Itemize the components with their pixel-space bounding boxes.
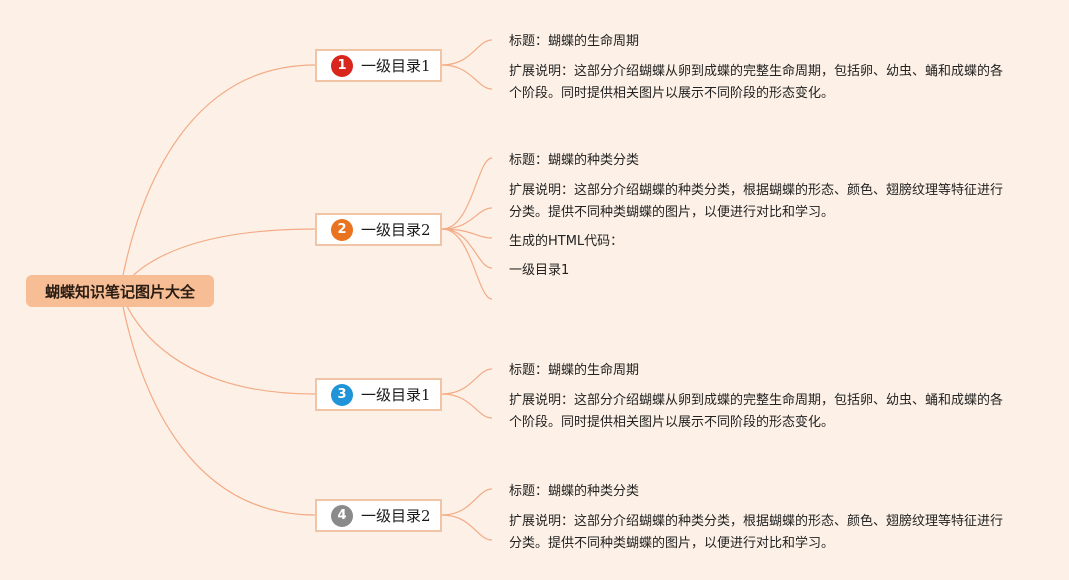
- badge-3: 3: [331, 383, 353, 406]
- branch-label-3: 一级目录1: [361, 386, 431, 404]
- badge-1: 1: [331, 54, 353, 77]
- leaf-link-4-1: [441, 488, 493, 516]
- root-label: 蝴蝶知识笔记图片大全: [44, 282, 195, 301]
- branch-label-4: 一级目录2: [361, 507, 431, 525]
- branch-node-4[interactable]: 4 一级目录2: [315, 499, 442, 532]
- leaf-description-3[interactable]: 扩展说明：这部分介绍蝴蝶从卵到成蝶的完整生命周期，包括卵、幼虫、蛹和成蝶的各个阶…: [509, 393, 1004, 430]
- branch-node-3[interactable]: 3 一级目录1: [315, 378, 442, 411]
- branch-node-1[interactable]: 1 一级目录1: [315, 49, 442, 82]
- leaf-link-2-1: [441, 157, 493, 230]
- leaf-html-code-label[interactable]: 生成的HTML代码：: [509, 234, 624, 249]
- branch-label-1: 一级目录1: [361, 57, 431, 75]
- badge-2: 2: [331, 218, 353, 241]
- leaf-link-2-2: [441, 207, 493, 230]
- root-node[interactable]: 蝴蝶知识笔记图片大全: [26, 275, 214, 307]
- leaf-description-2[interactable]: 扩展说明：这部分介绍蝴蝶的种类分类，根据蝴蝶的形态、颜色、翅膀纹理等特征进行分类…: [509, 183, 1004, 220]
- branch-label-2: 一级目录2: [361, 221, 431, 239]
- leaf-directory-label[interactable]: 一级目录1: [509, 263, 570, 278]
- branch-node-2[interactable]: 2 一级目录2: [315, 213, 442, 246]
- leaf-title-1[interactable]: 标题：蝴蝶的生命周期: [509, 34, 640, 49]
- leaf-title-4[interactable]: 标题：蝴蝶的种类分类: [509, 484, 640, 499]
- leaf-link-1-2: [441, 64, 493, 90]
- leaf-description-1[interactable]: 扩展说明：这部分介绍蝴蝶从卵到成蝶的完整生命周期，包括卵、幼虫、蛹和成蝶的各个阶…: [509, 64, 1004, 101]
- root-link-3: [119, 290, 316, 395]
- leaf-description-4[interactable]: 扩展说明：这部分介绍蝴蝶的种类分类，根据蝴蝶的形态、颜色、翅膀纹理等特征进行分类…: [509, 514, 1004, 551]
- root-link-1: [119, 64, 316, 292]
- badge-4: 4: [331, 504, 353, 527]
- leaf-link-3-1: [441, 368, 493, 395]
- leaf-link-4-2: [441, 514, 493, 541]
- leaf-title-2[interactable]: 标题：蝴蝶的种类分类: [509, 153, 640, 168]
- leaf-link-2-5: [441, 228, 493, 300]
- leaf-link-3-2: [441, 393, 493, 419]
- leaf-link-1-1: [441, 39, 493, 66]
- leaf-link-2-4: [441, 228, 493, 269]
- root-link-4: [119, 290, 316, 516]
- leaf-title-3[interactable]: 标题：蝴蝶的生命周期: [509, 363, 640, 378]
